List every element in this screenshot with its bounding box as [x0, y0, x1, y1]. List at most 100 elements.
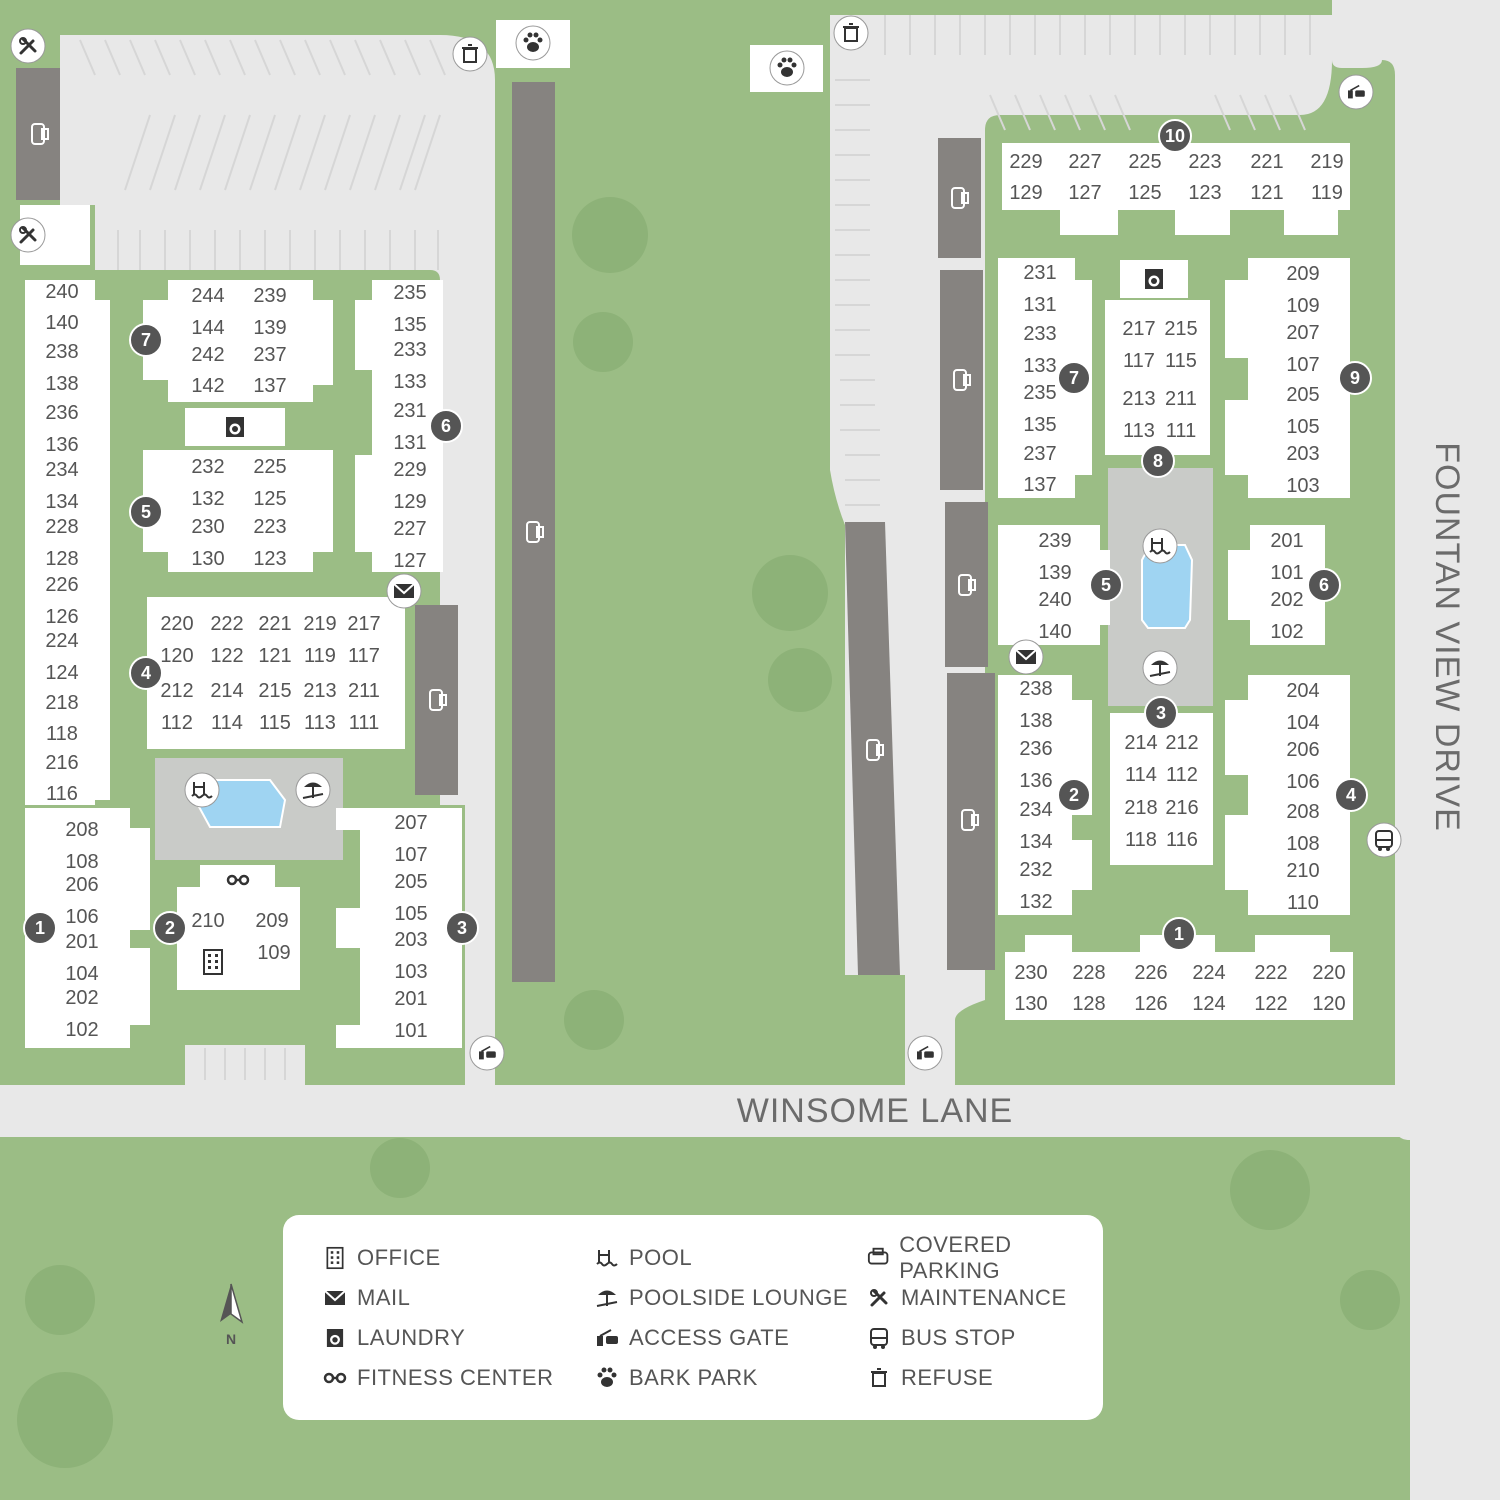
- access-gate-icon[interactable]: [469, 1035, 505, 1071]
- unit-label: 222: [210, 613, 243, 635]
- marker-circle: [1307, 568, 1341, 602]
- building-marker[interactable]: 8: [1141, 444, 1175, 478]
- marker-circle: [1158, 119, 1192, 153]
- marker-circle: [129, 323, 163, 357]
- maintenance-icon[interactable]: [10, 28, 46, 64]
- legend-item-laundry: LAUNDRY: [323, 1323, 465, 1353]
- unit-label: 108: [1286, 833, 1319, 855]
- building-marker[interactable]: 4: [1334, 778, 1368, 812]
- unit-label: 106: [1286, 771, 1319, 793]
- unit-label: 230: [191, 516, 224, 538]
- building-marker[interactable]: 1: [23, 911, 57, 945]
- legend-label: BARK PARK: [629, 1365, 758, 1390]
- laundry-icon[interactable]: [226, 417, 244, 437]
- unit-label: 224: [45, 630, 78, 652]
- unit-label: 121: [1250, 182, 1283, 204]
- unit-label: 211: [1165, 388, 1197, 410]
- pool-icon[interactable]: [1142, 528, 1178, 564]
- marker-circle: [1162, 917, 1196, 951]
- unit-label: 117: [1123, 350, 1155, 372]
- refuse-icon[interactable]: [452, 36, 488, 72]
- building-marker[interactable]: 2: [1057, 778, 1091, 812]
- unit-label: 133: [1023, 355, 1056, 377]
- building-marker[interactable]: 7: [129, 323, 163, 357]
- unit-label: 136: [45, 434, 78, 456]
- unit-label: 201: [1270, 530, 1303, 552]
- marker-number: 4: [141, 663, 151, 683]
- unit-label: 114: [211, 712, 243, 734]
- unit-label: 207: [394, 812, 427, 834]
- unit-label: 235: [393, 282, 426, 304]
- unit-label: 209: [255, 910, 288, 932]
- building-marker[interactable]: 2: [153, 911, 187, 945]
- unit-label: 128: [45, 548, 78, 570]
- unit-label: 123: [253, 548, 286, 570]
- unit-label: 120: [1312, 993, 1345, 1015]
- unit-label: 225: [253, 456, 286, 478]
- unit-label: 111: [349, 712, 379, 734]
- laundry-icon: [326, 1329, 344, 1347]
- poolside-lounge-icon[interactable]: [1142, 650, 1178, 686]
- building-marker[interactable]: 6: [1307, 568, 1341, 602]
- unit-label: 236: [1019, 738, 1052, 760]
- marker-number: 3: [1156, 703, 1166, 723]
- unit-label: 234: [1019, 799, 1052, 821]
- unit-label: 237: [253, 344, 286, 366]
- building-marker[interactable]: 5: [1089, 568, 1123, 602]
- unit-label: 107: [394, 844, 427, 866]
- building-marker[interactable]: 9: [1338, 361, 1372, 395]
- road-label-winsome-lane: WINSOME LANE: [737, 1092, 1013, 1130]
- building-marker[interactable]: 5: [129, 495, 163, 529]
- unit-label: 144: [191, 317, 224, 339]
- unit-label: 217: [1122, 318, 1155, 340]
- mail-icon[interactable]: [1008, 639, 1044, 675]
- unit-label: 113: [304, 712, 336, 734]
- bus-stop-icon: [870, 1328, 888, 1350]
- marker-number: 10: [1165, 126, 1185, 146]
- legend-item-mail: MAIL: [323, 1283, 410, 1313]
- building-marker[interactable]: 1: [1162, 917, 1196, 951]
- marker-circle: [153, 911, 187, 945]
- unit-label: 102: [1270, 621, 1303, 643]
- bark-park-icon[interactable]: [515, 25, 551, 61]
- building-marker[interactable]: 7: [1057, 361, 1091, 395]
- unit-label: 119: [1311, 182, 1343, 204]
- legend-item-fitness-center: FITNESS CENTER: [323, 1363, 553, 1393]
- unit-label: 212: [1165, 732, 1198, 754]
- unit-label: 140: [1038, 621, 1071, 643]
- unit-label: 124: [1192, 993, 1225, 1015]
- marker-circle: [1334, 778, 1368, 812]
- unit-label: 109: [257, 942, 290, 964]
- pool-icon[interactable]: [184, 772, 220, 808]
- unit-label: 138: [1019, 710, 1052, 732]
- unit-label: 210: [1286, 860, 1319, 882]
- road-label-fountain-view-drive: FOUNTAN VIEW DRIVE: [1428, 442, 1466, 832]
- building-marker[interactable]: 10: [1158, 119, 1192, 153]
- unit-label: 201: [394, 988, 427, 1010]
- maintenance-icon[interactable]: [10, 217, 46, 253]
- unit-label: 219: [1310, 151, 1343, 173]
- poolside-lounge-icon[interactable]: [295, 772, 331, 808]
- building-marker[interactable]: 4: [129, 656, 163, 690]
- bark-park-icon[interactable]: [769, 50, 805, 86]
- marker-number: 5: [141, 502, 151, 522]
- unit-label: 221: [258, 613, 291, 635]
- building-marker[interactable]: 6: [429, 409, 463, 443]
- amenity-icons: [10, 15, 1402, 1071]
- unit-label: 205: [1286, 384, 1319, 406]
- unit-label: 117: [348, 645, 380, 667]
- building-marker[interactable]: 3: [1144, 696, 1178, 730]
- unit-label: 111: [1166, 420, 1196, 442]
- unit-label: 119: [304, 645, 336, 667]
- pool-icon: [596, 1249, 618, 1267]
- laundry-icon[interactable]: [1145, 269, 1163, 289]
- access-gate-icon[interactable]: [1338, 74, 1374, 110]
- bus-stop-icon[interactable]: [1366, 822, 1402, 858]
- access-gate-icon[interactable]: [907, 1035, 943, 1071]
- marker-number: 8: [1153, 451, 1163, 471]
- unit-label: 210: [191, 910, 224, 932]
- building-marker[interactable]: 3: [445, 911, 479, 945]
- unit-label: 208: [65, 819, 98, 841]
- mail-icon[interactable]: [386, 573, 422, 609]
- refuse-icon[interactable]: [833, 15, 869, 51]
